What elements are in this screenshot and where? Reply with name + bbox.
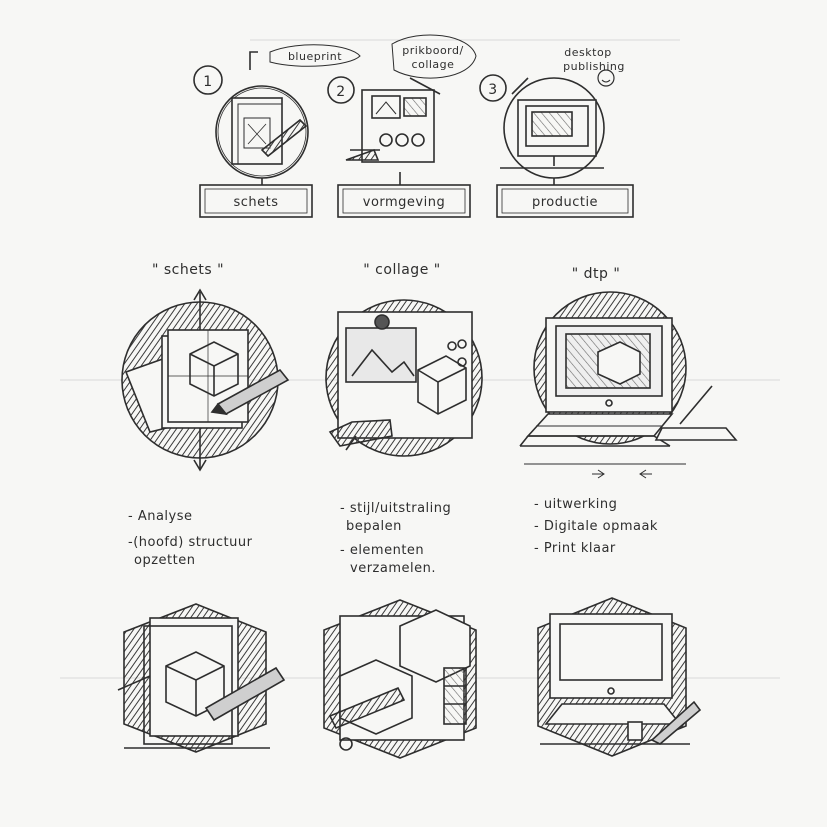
heading-schets: " schets "	[152, 262, 224, 278]
step3-desktop-computer-icon	[479, 69, 615, 185]
hexagon-sketch-icon	[117, 603, 286, 753]
collage-board-icon	[325, 299, 483, 457]
step2-number: 2	[336, 84, 345, 100]
step3-note-line2: publishing	[563, 60, 625, 73]
step1-label: schets	[233, 195, 278, 210]
step3-number: 3	[488, 82, 497, 98]
dtp-note-3: - Print klaar	[534, 541, 616, 556]
collage-note-1: - stijl/uitstraling	[340, 501, 451, 516]
step2-collage-board-icon	[327, 34, 477, 185]
schets-note-1: - Analyse	[128, 509, 193, 524]
step3-note-line1: desktop	[564, 46, 611, 59]
step1-number: 1	[203, 74, 212, 90]
schets-note-2: -(hoofd) structuur	[128, 535, 253, 550]
step1-sketch-pencil-icon	[193, 44, 361, 185]
step2-note-line2: collage	[412, 58, 455, 71]
schets-note-3: opzetten	[134, 553, 195, 568]
step3-label: productie	[532, 195, 598, 210]
step1-note: blueprint	[288, 50, 342, 63]
row1-sketches	[193, 34, 634, 218]
dtp-note-1: - uitwerking	[534, 497, 617, 512]
heading-collage: " collage "	[363, 262, 440, 278]
step2-note-line1: prikboord/	[402, 44, 463, 57]
hexagon-computer-icon	[537, 597, 702, 757]
collage-note-4: verzamelen.	[350, 561, 436, 576]
dtp-note-2: - Digitale opmaak	[534, 519, 658, 534]
hexagon-collage-icon	[323, 599, 477, 759]
step2-label: vormgeving	[363, 195, 445, 210]
schets-sketch-icon	[121, 288, 290, 472]
heading-dtp: " dtp "	[572, 266, 621, 282]
collage-note-3: - elementen	[340, 543, 424, 558]
collage-note-2: bepalen	[346, 519, 402, 534]
dtp-computer-icon	[519, 291, 738, 479]
